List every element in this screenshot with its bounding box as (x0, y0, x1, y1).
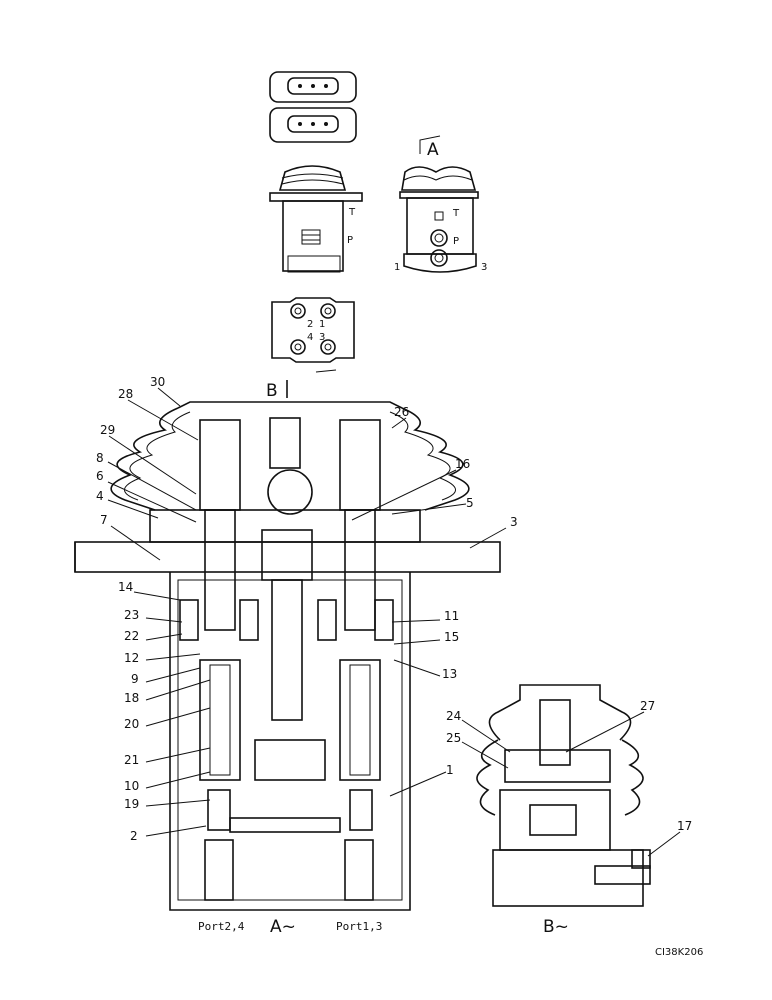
view-label-a-bottom: A~ (270, 917, 296, 937)
port-label-left: Port2,4 (198, 920, 245, 933)
part-label-6: 6 (96, 469, 104, 483)
part-label-21: 21 (124, 753, 139, 767)
connector-plug-top (269, 71, 357, 103)
label-t-left: T (348, 207, 356, 218)
part-label-29: 29 (100, 423, 115, 437)
part-label-10: 10 (124, 779, 139, 793)
label-p-left: P (347, 235, 353, 246)
part-label-2: 2 (130, 829, 138, 843)
main-cross-section (74, 401, 501, 911)
part-number-labels: 30 28 26 29 16 8 6 4 5 7 3 14 23 11 22 1… (96, 375, 692, 843)
part-label-27: 27 (640, 699, 655, 713)
label-port-4: 4 (307, 332, 313, 343)
part-label-23: 23 (124, 608, 139, 622)
front-view-a (399, 166, 479, 273)
part-label-28: 28 (118, 387, 133, 401)
part-label-4: 4 (96, 489, 104, 503)
part-label-16: 16 (455, 457, 470, 471)
part-label-19: 19 (124, 797, 139, 811)
part-label-3: 3 (510, 515, 518, 529)
view-label-b-marker: B (266, 381, 278, 401)
part-label-8: 8 (96, 451, 104, 465)
part-label-15: 15 (444, 630, 459, 644)
label-port-3-right: 3 (481, 262, 487, 273)
label-t-right: T (452, 208, 460, 219)
part-label-5: 5 (466, 496, 474, 510)
side-view-left (269, 165, 363, 273)
part-label-12: 12 (124, 651, 139, 665)
part-label-9: 9 (131, 672, 139, 686)
part-label-11: 11 (444, 609, 459, 623)
connector-plug-bottom (269, 107, 357, 143)
part-label-7: 7 (100, 513, 108, 527)
part-label-17: 17 (677, 819, 692, 833)
part-label-13: 13 (442, 667, 457, 681)
part-label-22: 22 (124, 629, 139, 643)
leader-lines (107, 387, 681, 857)
view-label-b-bottom: B~ (543, 917, 569, 937)
label-port-2: 2 (307, 319, 313, 330)
part-label-1: 1 (446, 763, 454, 777)
view-label-a-top: A (427, 140, 439, 160)
part-label-18: 18 (124, 691, 139, 705)
port-label-right: Port1,3 (336, 920, 382, 933)
part-label-30: 30 (150, 375, 165, 389)
label-p-right: P (453, 236, 459, 247)
part-label-14: 14 (118, 580, 133, 594)
drawing-code: CI38K206 (655, 947, 703, 958)
port-face-view (271, 297, 355, 373)
section-a-marker (419, 135, 441, 154)
detail-b-view (476, 684, 651, 907)
label-port-3: 3 (319, 332, 325, 343)
part-label-25: 25 (446, 731, 461, 745)
label-port-1: 1 (319, 319, 325, 330)
part-label-26: 26 (394, 405, 409, 419)
label-port-1-right: 1 (394, 262, 400, 273)
part-label-20: 20 (124, 717, 139, 731)
part-label-24: 24 (446, 709, 461, 723)
